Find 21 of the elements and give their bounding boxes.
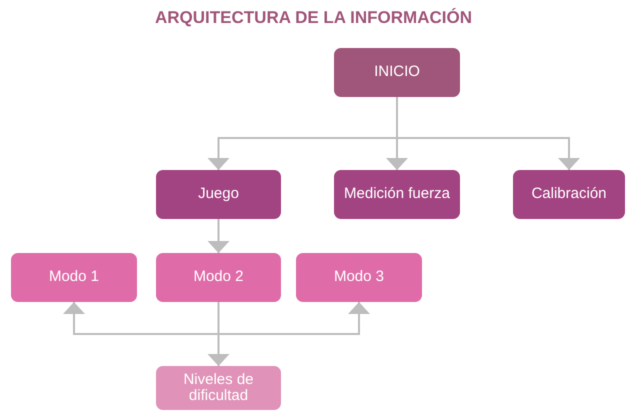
node-label: Niveles de dificultad [182, 372, 255, 404]
node-label: Calibración [531, 186, 607, 203]
process-box [156, 366, 281, 410]
node-label: Modo 2 [193, 269, 244, 286]
node-label: Modo 1 [48, 269, 100, 286]
node-label: INICIO [374, 64, 420, 81]
process-box [296, 253, 422, 302]
node-label: Juego [198, 186, 239, 203]
diagram-title: ARQUITECTURA DE LA INFORMACIÓN [154, 8, 473, 28]
process-box [513, 170, 625, 219]
process-box [156, 253, 281, 302]
process-box [334, 48, 460, 97]
arrow [218, 302, 370, 335]
node-label: Modo 3 [334, 269, 384, 286]
process-box [156, 170, 281, 219]
arrow [208, 219, 230, 253]
arrow [396, 97, 580, 170]
process-box [11, 253, 137, 302]
node-label: Medición fuerza [344, 186, 450, 203]
process-box [334, 170, 460, 219]
arrow [63, 302, 220, 335]
